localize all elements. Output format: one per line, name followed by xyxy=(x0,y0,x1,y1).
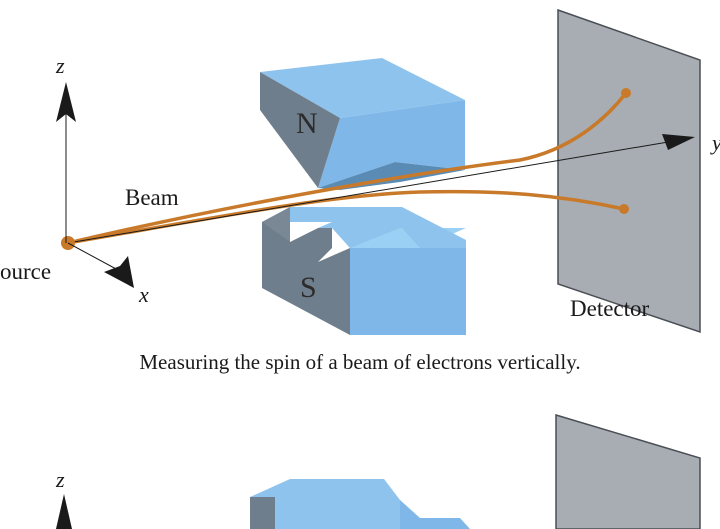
lower-spot xyxy=(619,204,629,214)
x-axis-label: x xyxy=(138,282,149,307)
lower-z-axis xyxy=(56,494,72,529)
z-axis-label: z xyxy=(55,53,65,78)
detector-plate xyxy=(557,8,701,334)
figure-caption: Measuring the spin of a beam of electron… xyxy=(139,350,581,374)
lower-z-axis-label: z xyxy=(55,467,65,492)
y-axis-label: y xyxy=(710,130,720,155)
detector-label: Detector xyxy=(570,296,650,321)
north-label: N xyxy=(296,107,318,140)
beam-label: Beam xyxy=(125,185,179,210)
z-axis xyxy=(56,82,76,243)
electron-beam xyxy=(66,91,628,245)
lower-magnet xyxy=(250,479,470,529)
x-axis xyxy=(67,242,134,288)
north-magnet xyxy=(260,58,465,190)
south-label: S xyxy=(300,271,317,304)
upper-spot xyxy=(621,88,631,98)
y-axis xyxy=(67,134,695,244)
lower-detector-plate xyxy=(555,413,701,529)
south-magnet xyxy=(262,207,466,335)
source-label: ource xyxy=(0,259,51,284)
